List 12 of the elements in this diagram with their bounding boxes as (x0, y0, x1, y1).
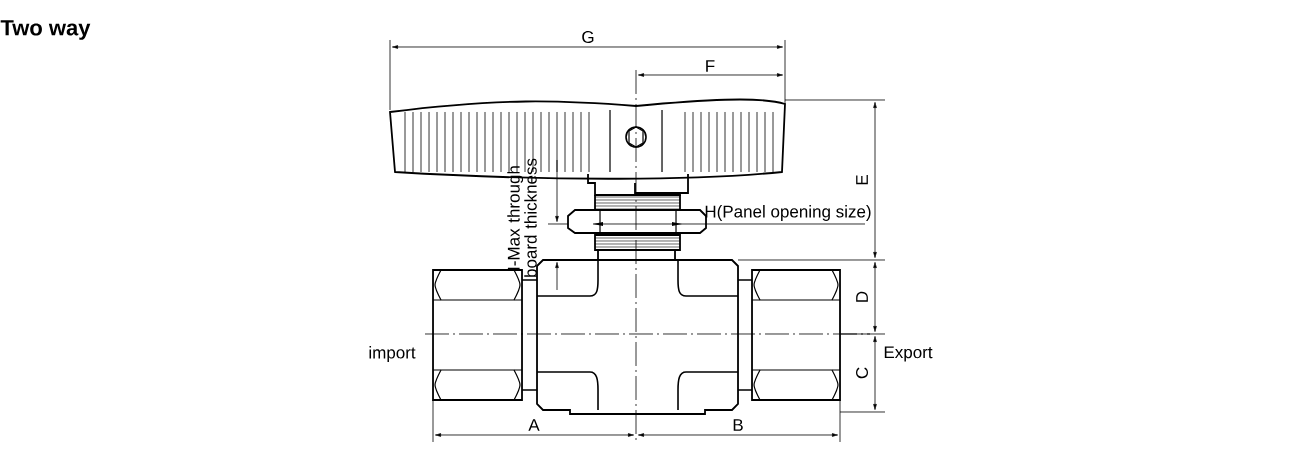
dimension-label: D (856, 291, 868, 302)
dimension-label: E (856, 175, 868, 185)
dimension-label: F (706, 60, 715, 72)
title: Two way (0, 20, 91, 40)
dimension-label: Export (884, 346, 933, 362)
dimension-label: I-Max through board thickness (507, 158, 537, 277)
dimension-label: A (528, 419, 540, 431)
dimension-label: C (856, 367, 868, 379)
dimension-label: G (582, 31, 594, 43)
dimension-label: H(Panel opening size) (705, 205, 871, 221)
dimension-label: B (733, 419, 743, 431)
dimension-label: import (369, 346, 416, 362)
